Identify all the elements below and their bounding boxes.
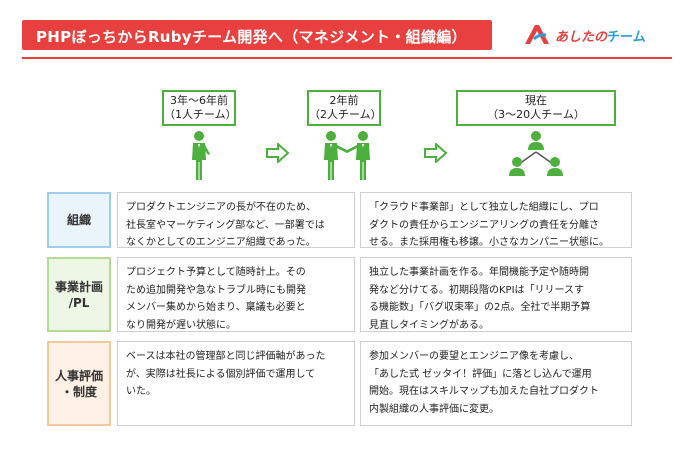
header-divider <box>22 57 672 59</box>
team-hierarchy-icon <box>509 131 563 176</box>
phase-team-size: （1人チーム） <box>164 108 237 121</box>
cell-line: る機能数」「バグ収束率」の2点。全社で半期予算 <box>369 302 591 313</box>
cell-line: プロジェクト予算として随時計上。その <box>126 267 306 278</box>
phase-team-size: （3～20人チーム） <box>487 108 585 121</box>
brand-logo-icon <box>525 25 549 44</box>
single-person-icon <box>192 131 210 180</box>
phase-team-size: （2人チーム） <box>309 108 382 121</box>
page-title: PHPぼっちからRubyチーム開発へ（マネジメント・組織編） <box>36 28 467 46</box>
cell-line: が、実際は社長による個別評価で運用して <box>126 368 316 380</box>
cell-line: せる。また採用権も移譲。小さなカンパニー状態に。 <box>369 237 609 248</box>
right-arrow-icon <box>266 143 290 163</box>
hr-evaluation-after-cell: 参加メンバーの要望とエンジニア像を考慮し、 「あした式 ゼッタイ！評価」に落とし… <box>360 341 632 426</box>
cell-line: 内製組織の人事評価に変更。 <box>369 403 499 415</box>
cell-line: なくかとしてのエンジニア組織であった。 <box>126 237 316 248</box>
cell-line: 社長室やマーケティング部など、一部署では <box>126 219 325 231</box>
row-label-business-plan: 事業計画 /PL <box>47 257 111 332</box>
brand-prefix: あしたの <box>555 29 608 45</box>
cell-line: ベースは本社の管理部と同じ評価軸があった <box>126 351 326 362</box>
cell-line: 独立した事業計画を作る。年間機能予定や随時開 <box>369 267 589 278</box>
cell-line: 開始。現在はスキルマップも加えた自社プロダクト <box>369 386 599 397</box>
hr-evaluation-before-cell: ベースは本社の管理部と同じ評価軸があった が、実際は社長による個別評価で運用して… <box>117 341 355 426</box>
cell-line: ため追加開発や急なトラブル時にも開発 <box>126 284 306 296</box>
row-label-text: 人事評価 <box>54 368 103 383</box>
row-label-text: ・制度 <box>60 384 97 399</box>
phase-box-past: 3年～6年前 （1人チーム） <box>162 90 237 126</box>
cell-line: なり開発が遅い状態に。 <box>126 319 236 331</box>
row-label-text: 事業計画 <box>54 279 103 294</box>
business-plan-after-cell: 独立した事業計画を作る。年間機能予定や随時開 発など分けてる。初期段階のKPIは… <box>360 257 632 332</box>
brand-suffix: チーム <box>607 29 646 45</box>
brand-logo: あしたのチーム <box>522 20 646 50</box>
cell-line: ダクトの責任からエンジニアリングの責任を分離さ <box>369 219 599 231</box>
header-banner: PHPぼっちからRubyチーム開発へ（マネジメント・組織編） <box>22 20 492 50</box>
row-label-text: /PL <box>68 295 90 310</box>
phase-period: 現在 <box>525 94 547 107</box>
cell-line: メンバー集めから始まり、稟議も必要と <box>126 302 306 313</box>
phase-box-current: 現在 （3～20人チーム） <box>456 90 616 126</box>
business-plan-before-cell: プロジェクト予算として随時計上。その ため追加開発や急なトラブル時にも開発 メン… <box>117 257 355 332</box>
cell-line: 発など分けてる。初期段階のKPIは「リリースす <box>369 284 585 296</box>
cell-line: プロダクトエンジニアの長が不在のため、 <box>126 202 316 213</box>
cell-line: いた。 <box>126 386 156 397</box>
row-label-organization: 組織 <box>47 192 111 248</box>
cell-line: 「あした式 ゼッタイ！評価」に落とし込んで運用 <box>369 368 592 380</box>
phase-period: 2年前 <box>329 94 359 107</box>
cell-line: 参加メンバーの要望とエンジニア像を考慮し、 <box>369 351 579 362</box>
two-people-handshake-icon <box>324 131 370 180</box>
organization-before-cell: プロダクトエンジニアの長が不在のため、 社長室やマーケティング部など、一部署では… <box>117 192 355 248</box>
phase-box-two-years: 2年前 （2人チーム） <box>307 90 382 126</box>
cell-line: 「クラウド事業部」として独立した組織にし、プロ <box>369 202 599 213</box>
brand-name: あしたのチーム <box>555 26 646 45</box>
row-label-text: 組織 <box>66 213 91 227</box>
row-label-hr-evaluation: 人事評価 ・制度 <box>47 341 111 426</box>
organization-after-cell: 「クラウド事業部」として独立した組織にし、プロ ダクトの責任からエンジニアリング… <box>360 192 632 248</box>
phase-period: 3年～6年前 <box>170 94 228 107</box>
right-arrow-icon <box>424 143 448 163</box>
cell-line: 見直しタイミングがある。 <box>369 319 489 331</box>
